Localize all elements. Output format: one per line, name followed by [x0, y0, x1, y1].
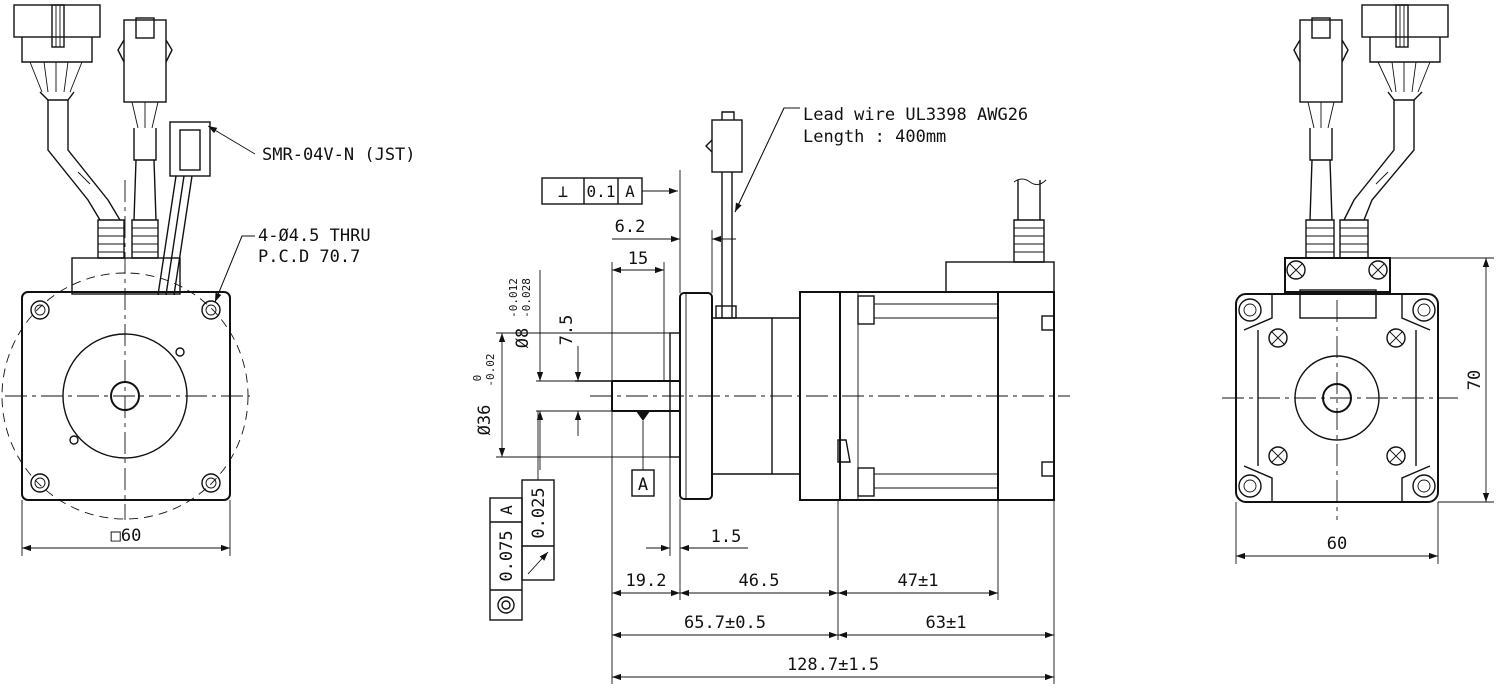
- dim-7-5: 7.5: [557, 315, 582, 436]
- holes-label-2: P.C.D 70.7: [258, 247, 360, 267]
- side-view: A: [575, 111, 1070, 501]
- dim-47-label: 47±1: [898, 571, 939, 591]
- rear-mounting-holes: [1238, 298, 1436, 498]
- front-view: □60: [1, 4, 250, 556]
- dim-6-2: 6.2: [612, 170, 736, 293]
- dim-1-5: 1.5: [646, 457, 748, 556]
- dim-6-2-label: 6.2: [615, 217, 646, 237]
- dim-15: 15: [611, 249, 665, 381]
- dim-pilot-dia: Ø36 0 -0.02: [471, 332, 670, 458]
- dim-19-2-label: 19.2: [626, 571, 667, 591]
- shaft-dia-lower: -0.028: [520, 278, 533, 318]
- dim-7-5-label: 7.5: [557, 315, 577, 346]
- lead-label-1: Lead wire UL3398 AWG26: [803, 105, 1028, 125]
- conc-tolerance: 0.075: [497, 530, 517, 581]
- dim-46-5-label: 46.5: [739, 571, 780, 591]
- front-connector-large: [13, 4, 121, 221]
- rear-connector-large: [1343, 4, 1449, 221]
- rear-connector-medium: [1293, 17, 1349, 221]
- front-width-dim: □60: [111, 526, 142, 546]
- concentricity-frame: A 0.075: [489, 497, 523, 621]
- front-connector-medium: [117, 17, 173, 221]
- perpendicularity-frame: ⊥ 0.1 A: [541, 177, 678, 205]
- rear-cable-boots: [1305, 219, 1369, 259]
- runout-tolerance: 0.025: [529, 487, 549, 538]
- connector-callout: SMR-04V-N (JST): [207, 125, 416, 165]
- rear-screws: [1268, 260, 1406, 466]
- perp-datum: A: [625, 182, 635, 201]
- perp-symbol: ⊥: [558, 182, 568, 202]
- shaft-dia-upper: -0.012: [507, 278, 520, 318]
- front-connector-small: [157, 121, 211, 296]
- holes-callout: 4-Ø4.5 THRU P.C.D 70.7: [214, 226, 371, 303]
- conc-datum: A: [497, 505, 516, 515]
- dim-15-label: 15: [628, 249, 648, 269]
- front-mounting-holes: [30, 300, 221, 493]
- dim-shaft-dia: Ø8 -0.012 -0.028: [507, 270, 612, 470]
- rear-encoder-plate: [1284, 257, 1391, 293]
- front-cable-boots: [97, 219, 159, 259]
- datum-label: A: [638, 475, 648, 495]
- rear-view: 70 60: [1222, 4, 1494, 564]
- dim-65-7-label: 65.7±0.5: [684, 613, 766, 633]
- runout-frame: 0.025: [521, 411, 555, 581]
- pilot-dia-lower: -0.02: [484, 353, 497, 386]
- pilot-dia-upper: 0: [471, 375, 484, 382]
- holes-label-1: 4-Ø4.5 THRU: [258, 226, 371, 246]
- connector-label: SMR-04V-N (JST): [262, 145, 416, 165]
- lead-callout: Lead wire UL3398 AWG26 Length : 400mm: [734, 105, 1028, 213]
- perp-tolerance: 0.1: [587, 182, 616, 201]
- rear-width-dim: 60: [1327, 534, 1347, 554]
- bottom-dimensions: 19.2 46.5 47±1 65.7±0.5 63±1 128.7±1.5: [611, 411, 1055, 684]
- lead-label-2: Length : 400mm: [803, 127, 946, 147]
- pilot-dia-base: Ø36: [475, 405, 495, 436]
- dim-128-7-label: 128.7±1.5: [787, 655, 879, 675]
- dim-1-5-label: 1.5: [711, 527, 742, 547]
- rear-height-dim: 70: [1465, 370, 1485, 390]
- dim-63-label: 63±1: [926, 613, 967, 633]
- shaft-dia-base: Ø8: [513, 328, 533, 348]
